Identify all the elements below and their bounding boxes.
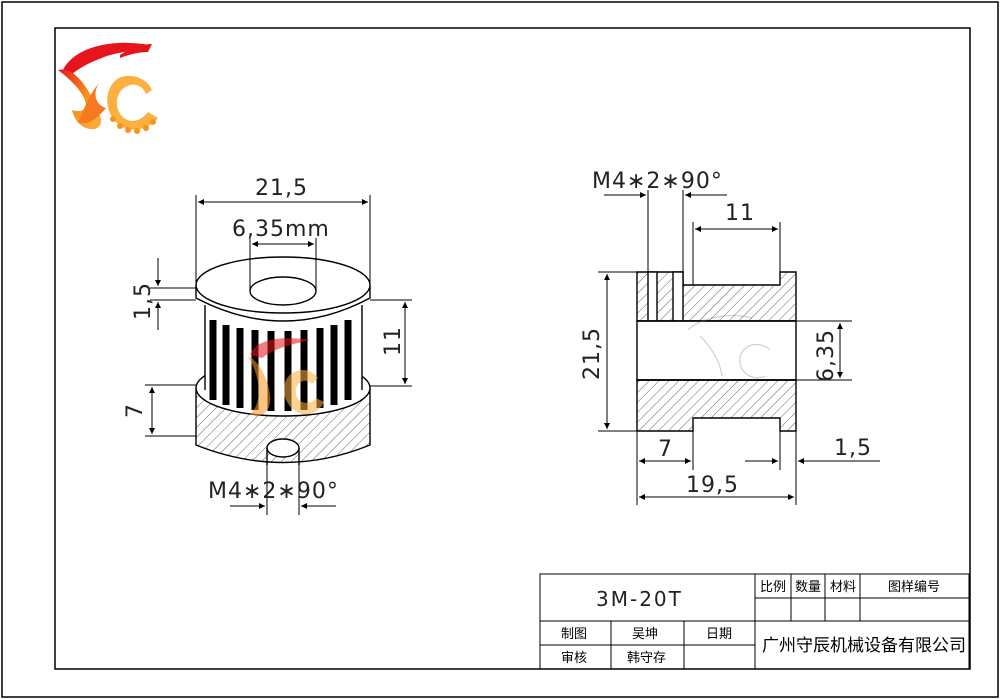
label-date: 日期 (706, 627, 732, 642)
section-watermark (687, 315, 771, 379)
company-name: 广州守辰机械设备有限公司 (762, 636, 966, 656)
inner-border (54, 27, 971, 670)
header-scale: 比例 (760, 580, 786, 595)
right-dim-total-length: 19,5 (686, 473, 739, 498)
left-view-pulley (195, 256, 371, 465)
right-view-dimensions (598, 190, 880, 505)
left-view-dimensions (145, 195, 412, 515)
label-drawn: 制图 (561, 627, 587, 642)
left-dim-hub-height: 7 (123, 403, 148, 418)
left-dim-bore: 6,35mm (232, 217, 330, 242)
label-checked: 审核 (561, 651, 587, 666)
header-drawing-number: 图样编号 (888, 580, 940, 595)
company-logo (58, 42, 158, 134)
right-dim-bore: 6,35 (814, 329, 839, 382)
value-drawn: 吴坤 (632, 627, 658, 642)
title-block (539, 573, 970, 670)
left-dim-flange: 1,5 (131, 282, 156, 320)
right-view-section (636, 271, 797, 432)
left-dim-teeth-width: 11 (381, 326, 406, 356)
right-dim-teeth-width: 11 (725, 201, 755, 226)
right-dim-hub-height: 7 (658, 437, 673, 462)
header-material: 材料 (830, 580, 856, 595)
value-checked: 韩守存 (627, 651, 666, 666)
watermark-logo (248, 338, 324, 416)
right-dim-set-screw: M4∗2∗90° (592, 169, 723, 194)
part-name: 3M-20T (596, 587, 683, 611)
left-dim-outer-diameter: 21,5 (255, 176, 308, 201)
right-dim-outer-diameter: 21,5 (580, 327, 605, 380)
header-quantity: 数量 (795, 580, 821, 595)
right-dim-flange: 1,5 (834, 436, 872, 461)
left-dim-set-screw: M4∗2∗90° (208, 479, 339, 504)
